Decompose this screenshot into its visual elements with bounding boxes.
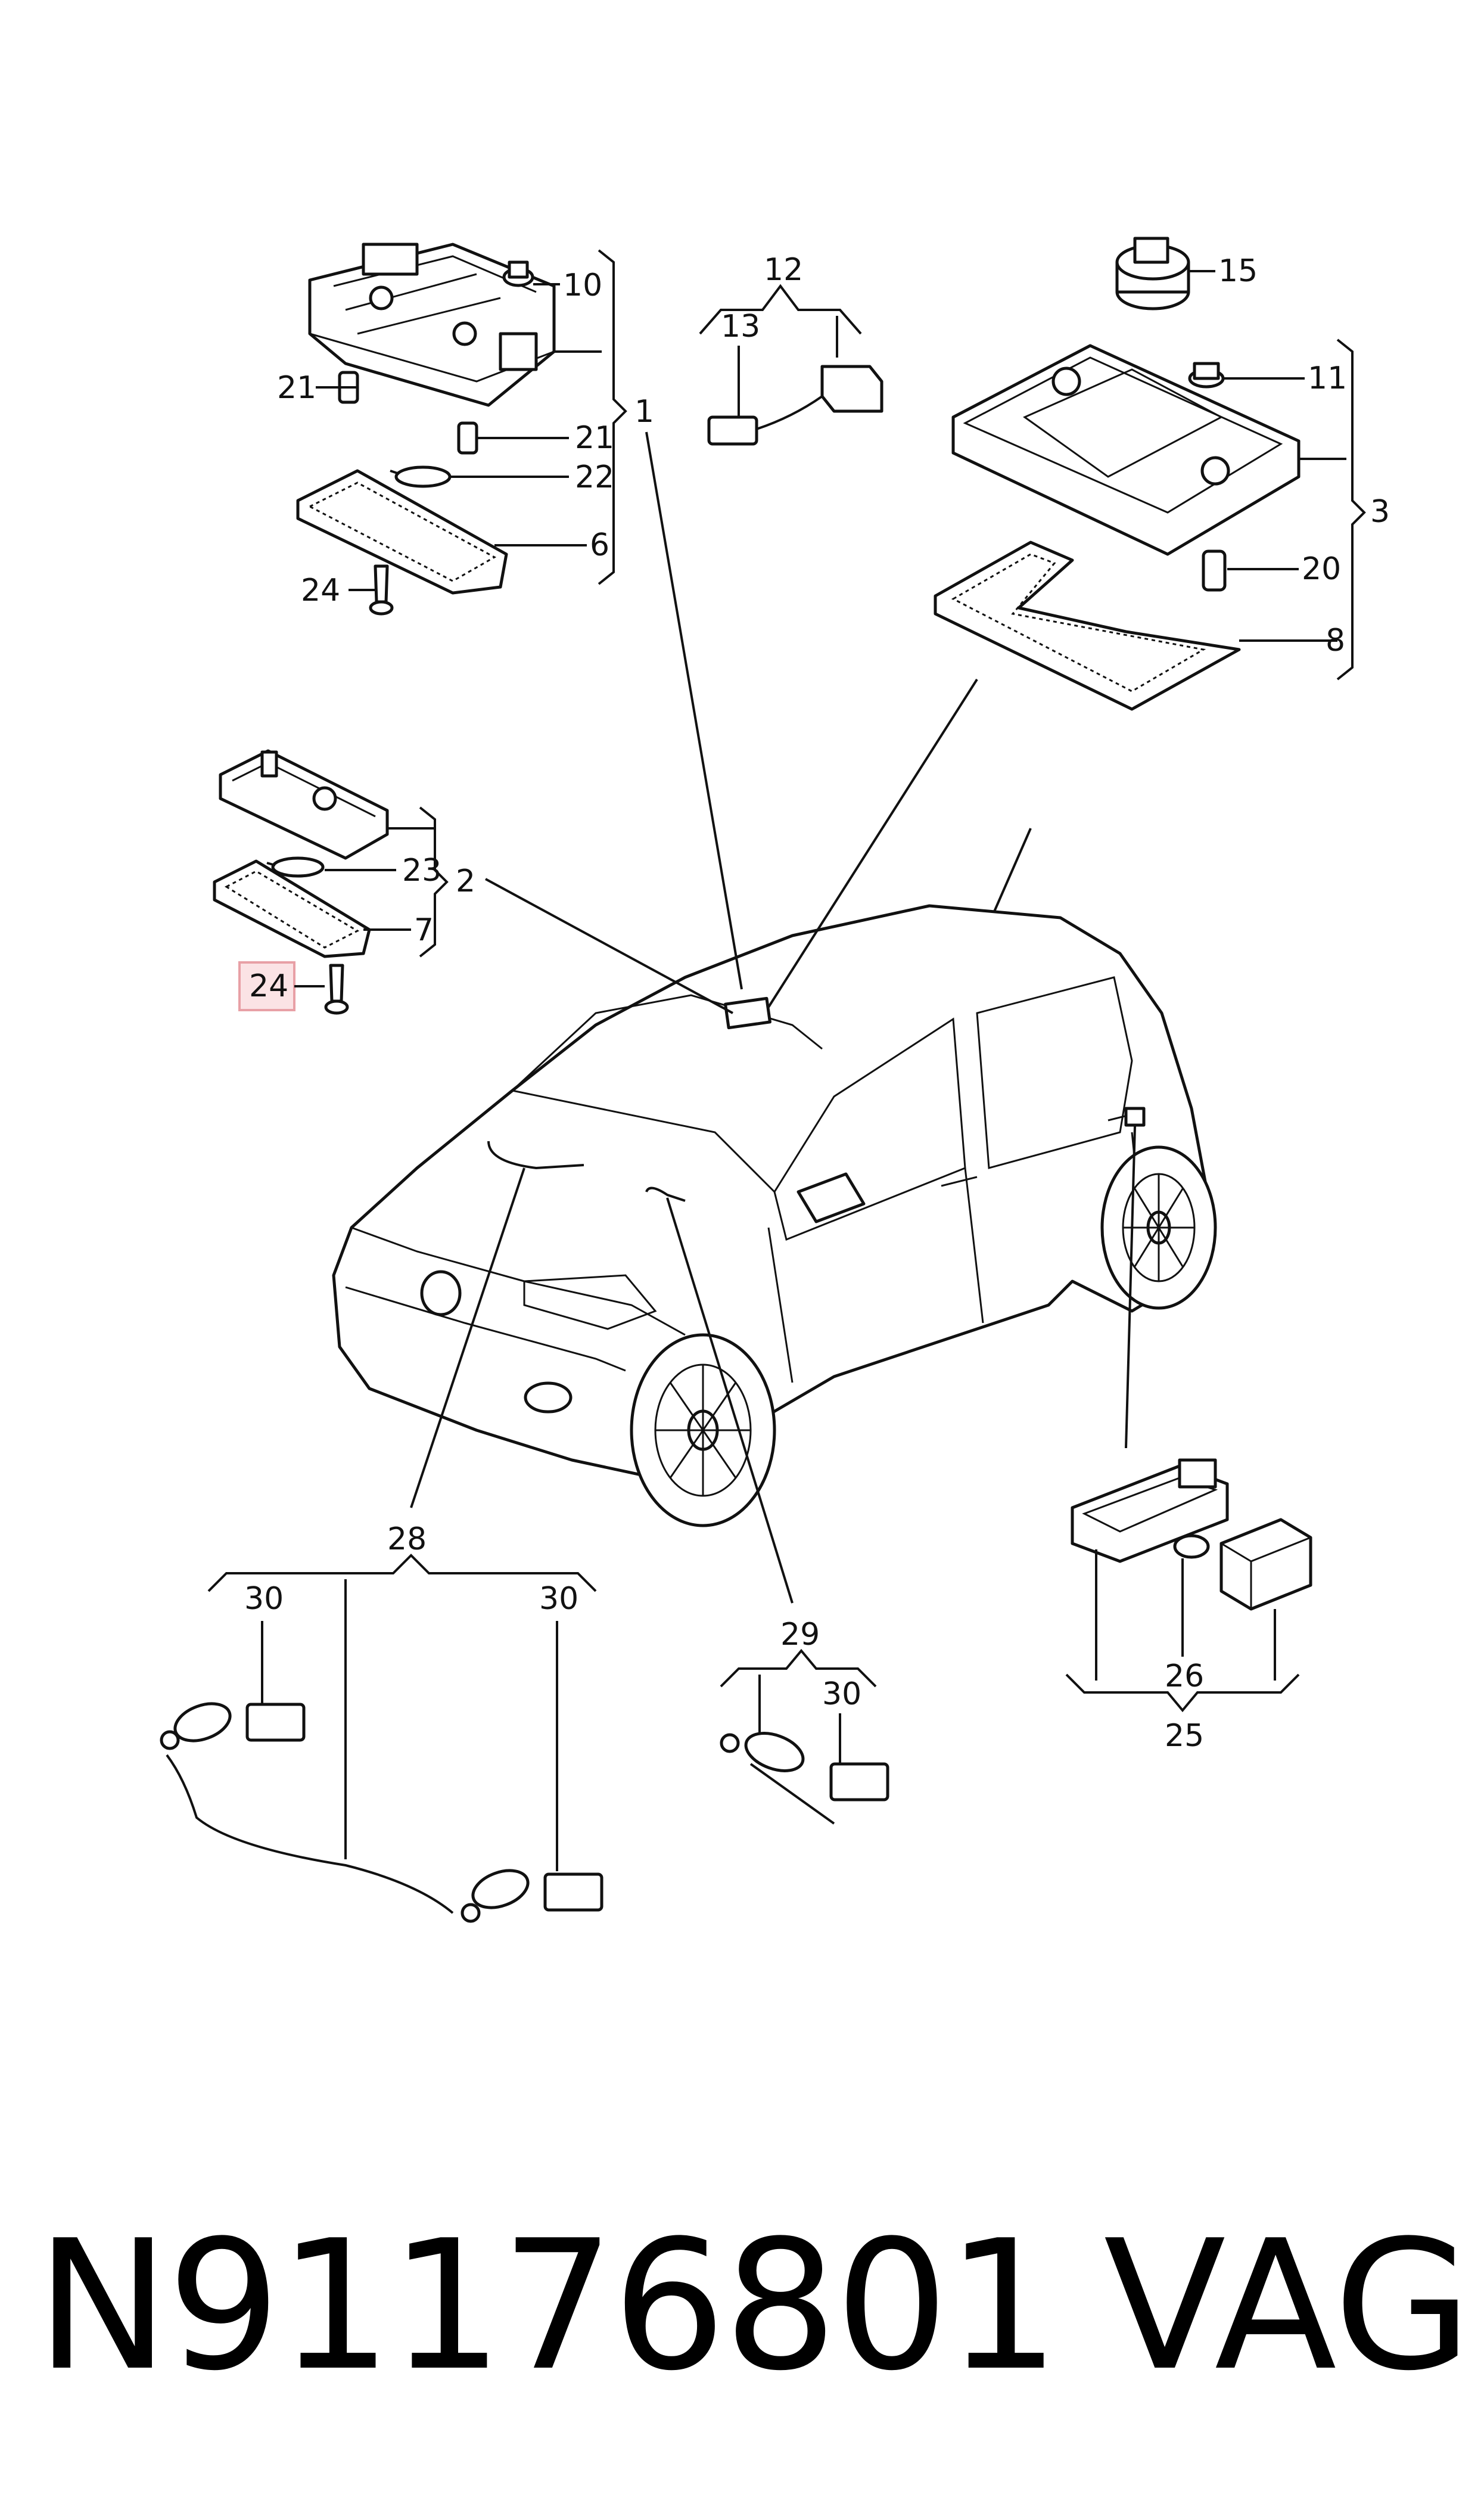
screw-24b — [324, 964, 349, 1015]
callout-13: 13 — [721, 309, 760, 344]
callout-2: 2 — [456, 864, 475, 899]
callout-26: 26 — [1165, 1658, 1204, 1694]
lens-8 — [934, 541, 1241, 711]
callout-10: 10 — [563, 268, 602, 303]
plate-light-25 — [1071, 1458, 1229, 1563]
screw-24a — [369, 564, 394, 616]
light-housing-2 — [219, 749, 389, 860]
callout-12: 12 — [764, 252, 803, 288]
switch-15 — [1115, 237, 1190, 310]
callout-24b: 24 — [249, 968, 288, 1004]
bulb-23 — [266, 856, 325, 878]
clip-11 — [1188, 362, 1225, 389]
festoon-bulb-22 — [390, 465, 452, 488]
lens-25 — [1219, 1518, 1312, 1611]
callout-3: 3 — [1370, 494, 1390, 530]
car-illustration — [332, 828, 1217, 1527]
parts-diagram: 10 21 21 22 6 24 1 12 13 15 11 20 — [160, 237, 1390, 1923]
callout-6: 6 — [590, 527, 609, 563]
bulb-26 — [1173, 1534, 1210, 1559]
washer-jet-29 — [720, 1732, 889, 1825]
footer: N91176801 VAG — [0, 2217, 1484, 2467]
part-number: N91176801 — [36, 2202, 1060, 2410]
interior-light-housing-1 — [308, 243, 556, 407]
callout-30c: 30 — [822, 1676, 861, 1712]
callout-30b: 30 — [539, 1581, 578, 1617]
bulb-holder-21b — [457, 421, 478, 455]
callout-15: 15 — [1218, 253, 1258, 289]
callout-11: 11 — [1308, 361, 1347, 396]
lens-6 — [296, 469, 508, 595]
callout-30a: 30 — [244, 1581, 284, 1617]
wiring-harness-12 — [707, 365, 883, 446]
callout-22: 22 — [575, 459, 614, 495]
brand-name: VAG — [1103, 2202, 1472, 2410]
callout-7: 7 — [414, 912, 434, 948]
callout-25: 25 — [1165, 1718, 1204, 1754]
callout-21a: 21 — [277, 370, 316, 406]
callout-20: 20 — [1302, 551, 1341, 587]
callout-21b: 21 — [575, 420, 614, 456]
callout-8: 8 — [1326, 623, 1345, 659]
bulb-holder-20 — [1202, 549, 1227, 592]
callout-24a: 24 — [301, 573, 340, 608]
callout-1: 1 — [634, 394, 654, 430]
callout-28: 28 — [387, 1521, 427, 1557]
callout-24b-highlight — [238, 961, 295, 1011]
clip-10 — [502, 260, 534, 287]
washer-harness-28 — [160, 1702, 603, 1923]
interior-light-housing-3 — [951, 344, 1301, 556]
callout-29: 29 — [780, 1617, 820, 1653]
lens-7 — [213, 859, 371, 958]
